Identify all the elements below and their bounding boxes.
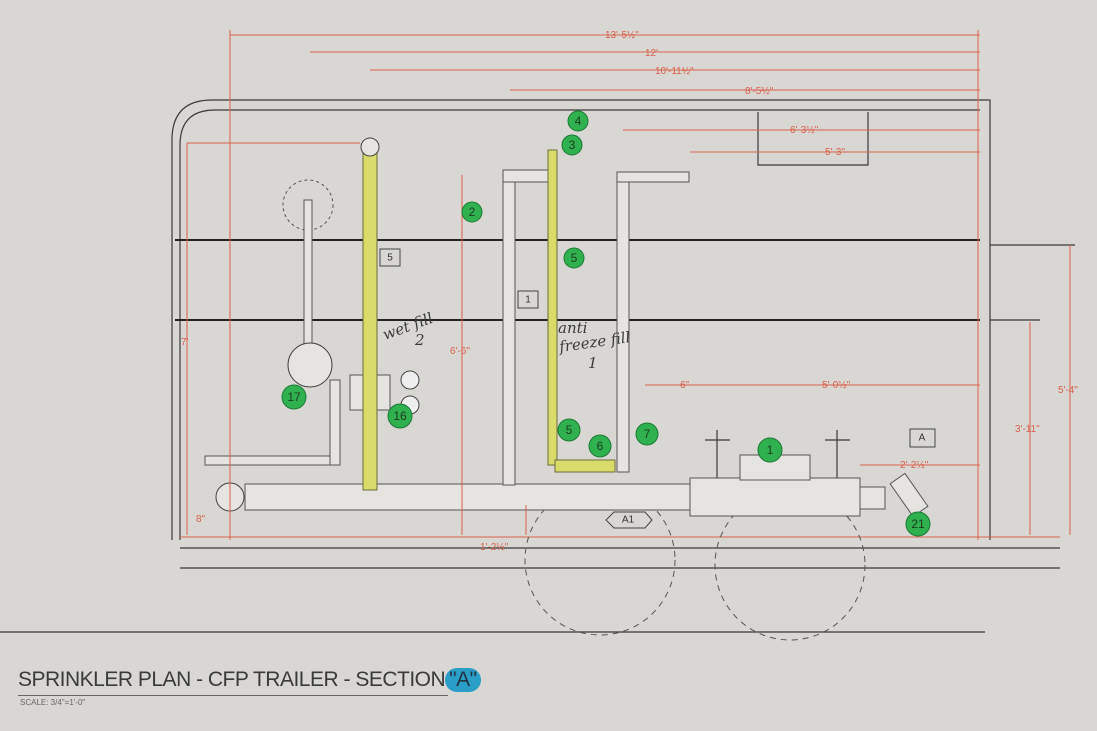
tag-5-upper: 5 (563, 247, 585, 269)
title-underline (18, 695, 448, 696)
tag-5-lower: 5 (557, 418, 581, 442)
tag-6: 6 (588, 434, 612, 458)
label-box-1: 1 (517, 290, 539, 309)
tag-21: 21 (905, 511, 931, 537)
tag-1: 1 (757, 437, 783, 463)
dim-gap: 6" (680, 380, 690, 391)
ceiling-unit (757, 112, 869, 166)
label-box-5: 5 (379, 248, 401, 267)
dim-right-h1: 3'-11" (1015, 424, 1040, 435)
svg-text:A: A (919, 433, 926, 444)
section-badge: "A" (445, 668, 481, 692)
dimension-labels: 13'-5½" 12' 10'-11½" 8'-5½" 6'-3½" 5'-3"… (181, 30, 1078, 553)
svg-text:5: 5 (571, 251, 578, 265)
tag-4: 4 (567, 110, 589, 132)
svg-text:16: 16 (393, 409, 407, 423)
dim-6: 6'-3½" (790, 125, 819, 136)
dim-height-mid: 6'-6" (450, 346, 470, 357)
dim-floor-left: 8" (196, 514, 206, 525)
dim-right-clear: 2'-2½" (900, 460, 929, 471)
dim-height-left: 7' (181, 337, 189, 348)
svg-text:2: 2 (414, 331, 425, 349)
svg-text:21: 21 (911, 517, 925, 531)
svg-text:1: 1 (588, 354, 598, 372)
tag-7: 7 (635, 422, 659, 446)
tag-16: 16 (387, 403, 413, 429)
title-text: SPRINKLER PLAN - CFP TRAILER - SECTION (18, 668, 446, 691)
highlighted-pipes (360, 137, 616, 491)
svg-text:1: 1 (525, 295, 531, 306)
dim-right-h2: 5'-4" (1058, 385, 1078, 396)
label-box-A: A (909, 428, 936, 448)
svg-text:anti: anti (558, 319, 588, 337)
dim-backflow-run: 5'-0½" (822, 380, 851, 391)
piping (204, 169, 929, 518)
label-box-A1: A1 (605, 511, 653, 529)
dim-12: 12' (645, 48, 658, 59)
trailer-outline (0, 99, 1075, 633)
tag-17: 17 (281, 384, 307, 410)
dim-10: 10'-11½" (655, 66, 694, 77)
dim-floor-mid: 1'-2½" (480, 542, 509, 553)
dimension-lines (186, 30, 1071, 540)
tag-3: 3 (561, 134, 583, 156)
svg-text:1: 1 (767, 443, 774, 457)
dim-5: 5'-3" (825, 147, 845, 158)
svg-text:5: 5 (387, 253, 393, 264)
drawing-scale: SCALE: 3/4"=1'-0" (20, 698, 86, 707)
dim-overall: 13'-5½" (605, 30, 639, 41)
svg-text:2: 2 (469, 205, 476, 219)
svg-text:A1: A1 (622, 515, 635, 526)
tag-2: 2 (461, 201, 483, 223)
svg-text:6: 6 (597, 439, 604, 453)
svg-text:5: 5 (566, 423, 573, 437)
svg-text:wet fill: wet fill (380, 309, 435, 344)
svg-text:7: 7 (644, 427, 651, 441)
drawing-title: SPRINKLER PLAN - CFP TRAILER - SECTION"A… (18, 668, 481, 692)
svg-text:17: 17 (287, 390, 301, 404)
dim-8: 8'-5½" (745, 86, 774, 97)
svg-text:4: 4 (575, 114, 582, 128)
svg-text:3: 3 (569, 138, 576, 152)
